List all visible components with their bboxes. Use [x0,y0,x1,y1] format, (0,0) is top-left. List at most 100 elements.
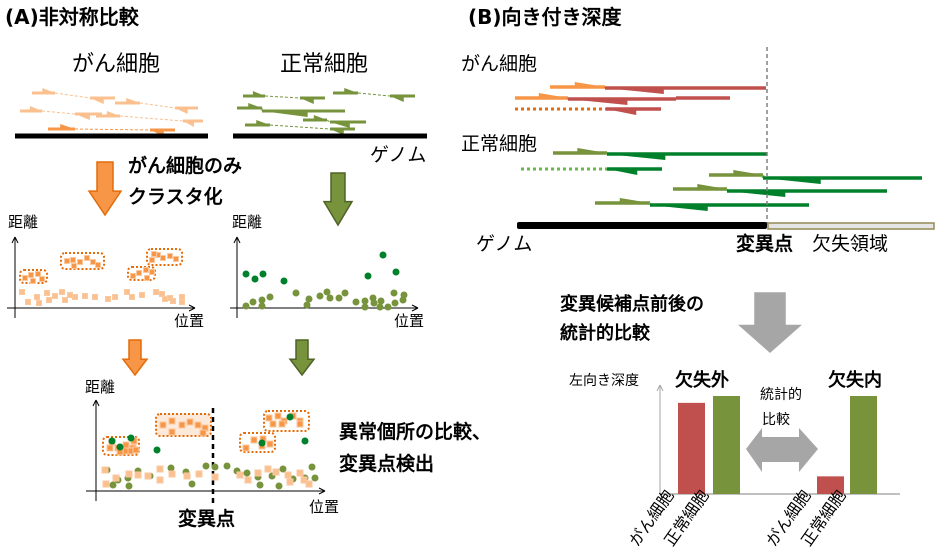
plot2-y-label: 距離 [232,213,263,231]
cancer-point [25,299,31,305]
normal-point [266,293,274,301]
normal-point [384,303,392,311]
cancer-point [272,468,280,476]
plot3-x-label: 位置 [309,498,340,516]
normal-point [400,291,408,299]
normal-point [341,289,349,297]
cancer-point [125,470,133,478]
cluster-point [242,444,250,452]
cancer-point [72,294,78,300]
normal-point [242,270,250,278]
normal-point [390,289,398,297]
cluster-point [64,258,70,264]
normal-point [251,275,259,283]
bar-cancer-inside [817,476,844,494]
cluster-note-line2: クラスタ化 [128,186,223,208]
bar-normal-outside [713,396,740,494]
inside-deletion-label: 欠失内 [828,370,882,391]
cluster-point [143,267,149,273]
cluster-box [263,410,310,432]
cluster-point [173,256,179,262]
read-forward-arrowhead [252,91,265,96]
read-pair-link [357,92,391,97]
normal-point [292,289,300,297]
plot1-x-arrow [188,307,196,312]
cancer-point [244,476,252,484]
cancer-point [129,294,135,300]
bar-chart-y-arrow [659,384,664,392]
normal-point [364,272,372,280]
read-pair-link [74,128,151,131]
stat-note-line1: 統計的 [760,387,802,403]
normal-point [335,294,343,302]
cluster-point [269,420,277,428]
read-reverse-arrowhead [390,96,404,102]
cancer-point [124,289,130,295]
read-forward-arrowhead [574,82,605,87]
cluster-note-line1: がん細胞のみ [128,155,243,177]
cancer-point [156,476,164,484]
plot1-y-arrow [11,236,16,244]
cancer-point [62,297,68,303]
read-forward-arrowhead [126,98,140,103]
normal-point [316,292,324,300]
b-genome-label: ゲノム [476,233,533,255]
normal-point [323,288,331,296]
cancer-point [156,465,164,473]
normal-point [125,482,133,490]
cancer-point [82,293,88,299]
normal-point [377,297,385,305]
cluster-point [266,440,274,448]
deletion-region-bar [767,222,935,230]
normal-point [258,439,266,447]
cluster-point [136,270,142,276]
read-forward-arrowhead [60,124,75,129]
plot3-x-arrow [318,487,326,492]
cancer-point [211,473,219,481]
cancer-point [112,474,120,482]
read-forward-arrowhead [538,93,568,98]
cluster-point [71,263,77,269]
b-compare-note-line1: 変異候補点前後の [560,294,704,315]
cancer-point [159,291,165,297]
read-forward-arrowhead [619,198,650,203]
normal-point [286,413,294,421]
cluster-point [122,441,130,449]
read-forward-arrowhead [106,111,120,116]
cluster-point [168,417,176,425]
normal-point [361,297,369,305]
small-green-arrow [288,339,316,377]
cluster-point [199,429,207,437]
plot3-y-label: 距離 [85,378,116,396]
normal-point [116,443,124,451]
read-reverse-arrowhead [175,108,188,114]
normal-point [211,463,219,471]
read-forward-arrowhead [42,88,55,93]
normal-point [352,298,360,306]
read-reverse-arrowhead [607,169,638,175]
normal-point [326,294,334,302]
cluster-point [274,412,282,420]
cluster-point [84,255,90,261]
cancer-point [195,470,203,478]
normal-point [392,268,400,276]
cluster-point [144,275,150,281]
read-pair-link [139,102,176,109]
normal-point [370,299,378,307]
normal-point [108,437,116,445]
cluster-box [60,252,105,270]
cluster-point [149,269,155,275]
green-down-arrow [322,172,354,227]
normal-point [223,462,231,470]
cancer-point [284,471,292,479]
cancer-point [46,297,52,303]
cancer-point [105,296,111,302]
bar-chart-y-arrow [656,384,661,392]
read-pair-link [326,119,331,123]
cluster-point [28,272,34,278]
cancer-point [92,294,98,300]
cancer-point [236,471,244,479]
cancer-point [134,471,142,479]
stat-note-line2: 比較 [762,412,790,428]
